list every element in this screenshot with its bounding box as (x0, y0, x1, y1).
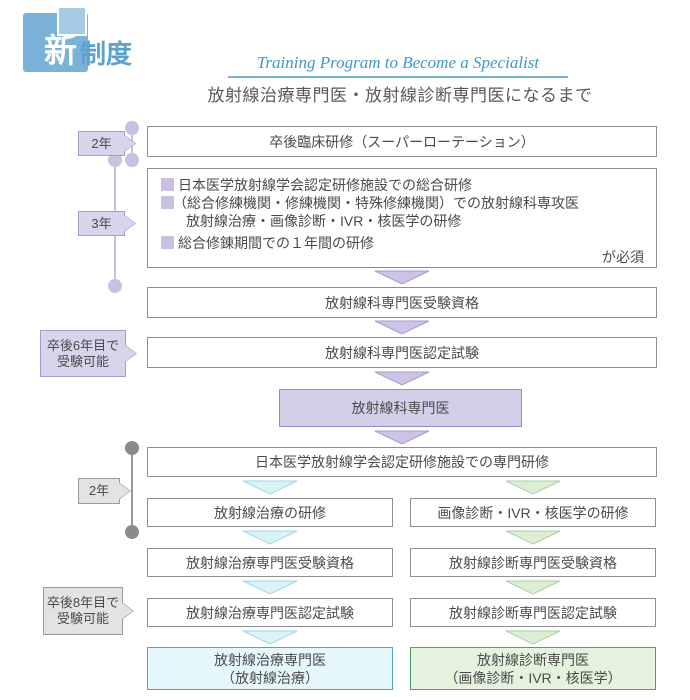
box-right-exam: 放射線診断専門医認定試験 (410, 598, 656, 627)
label-fill (79, 132, 135, 155)
timeline-dot (125, 441, 139, 455)
label-2-years: 2年 (78, 131, 136, 156)
label-exam-year8-text: 卒後8年目で 受験可能 (43, 587, 134, 635)
label-exam-year6-text: 卒後6年目で 受験可能 (40, 330, 137, 377)
down-arrow-icon (374, 320, 430, 335)
page-title-english: Training Program to Become a Specialist (228, 53, 568, 78)
box-final-radiotherapy-specialist: 放射線治療専門医 （放射線治療） (147, 647, 393, 690)
requirements-note: が必須 (602, 249, 644, 265)
final-subtitle: （放射線治療） (221, 669, 319, 686)
label-line: 卒後8年目で (46, 595, 120, 610)
down-arrow-icon (505, 580, 561, 595)
label-2-years-text: 2年 (91, 135, 112, 151)
label-2-years-specialized: 2年 (78, 478, 131, 504)
page-title-japanese: 放射線治療専門医・放射線診断専門医になるまで (207, 86, 593, 105)
down-arrow-icon (374, 371, 430, 386)
label-2-years-specialized-text: 2年 (88, 483, 110, 498)
bullet-square-icon (161, 196, 174, 209)
down-arrow-icon (505, 480, 561, 495)
logo-small-square (57, 6, 87, 36)
bullet-square-icon (161, 178, 174, 191)
down-arrow-icon (242, 530, 298, 545)
timeline-dot (125, 525, 139, 539)
timeline-dot (125, 153, 139, 167)
label-line: 受験可能 (56, 611, 109, 626)
requirement-item: （総合修練機関・修練機関・特殊修練機関）での放射線科専攻医 (173, 195, 579, 211)
timeline-dot (108, 279, 122, 293)
down-arrow-icon (242, 580, 298, 595)
label-3-years: 3年 (78, 211, 136, 236)
box-left-training: 放射線治療の研修 (147, 498, 393, 527)
requirement-item: 総合修錬期間での１年間の研修 (178, 235, 374, 251)
box-left-eligibility: 放射線治療専門医受験資格 (147, 548, 393, 577)
down-arrow-icon (374, 270, 430, 285)
bullet-square-icon (161, 236, 174, 249)
label-fill (41, 331, 136, 376)
timeline-dot (108, 153, 122, 167)
box-eligibility: 放射線科専門医受験資格 (147, 287, 657, 318)
box-left-exam: 放射線治療専門医認定試験 (147, 598, 393, 627)
timeline-dot (125, 121, 139, 135)
down-arrow-icon (374, 430, 430, 445)
label-exam-year6: 卒後6年目で 受験可能 (40, 330, 137, 377)
label-3-years-text: 3年 (91, 215, 112, 231)
label-line: 卒後6年目で (46, 337, 120, 353)
label-fill (44, 588, 133, 634)
box-advanced-training: 日本医学放射線学会認定研修施設での専門研修 (147, 447, 657, 477)
down-arrow-icon (505, 630, 561, 645)
final-subtitle: （画像診断・IVR・核医学） (444, 669, 622, 686)
label-fill (79, 212, 135, 235)
logo-system-text: 制度 (80, 39, 133, 69)
box-radiology-specialist: 放射線科専門医 (279, 389, 522, 427)
label-line: 受験可能 (56, 353, 109, 369)
box-right-training: 画像診断・IVR・核医学の研修 (410, 498, 656, 527)
down-arrow-icon (242, 480, 298, 495)
down-arrow-icon (505, 530, 561, 545)
box-certification-exam: 放射線科専門医認定試験 (147, 337, 657, 368)
timeline-line-2y-specialized (131, 448, 133, 532)
final-title: 放射線診断専門医 (477, 651, 589, 668)
down-arrow-icon (242, 630, 298, 645)
requirement-item: 日本医学放射線学会認定研修施設での総合研修 (178, 177, 472, 193)
box-right-eligibility: 放射線診断専門医受験資格 (410, 548, 656, 577)
logo-new-character: 新 (44, 32, 77, 69)
final-title: 放射線治療専門医 (214, 651, 326, 668)
box-final-diagnostic-specialist: 放射線診断専門医 （画像診断・IVR・核医学） (410, 647, 656, 690)
requirement-item: 放射線治療・画像診断・IVR・核医学の研修 (186, 213, 462, 229)
label-exam-year8: 卒後8年目で 受験可能 (43, 587, 134, 635)
box-initial-training: 卒後臨床研修（スーパーローテーション） (147, 126, 657, 157)
box-requirements: 日本医学放射線学会認定研修施設での総合研修 （総合修練機関・修練機関・特殊修練機… (147, 168, 657, 268)
